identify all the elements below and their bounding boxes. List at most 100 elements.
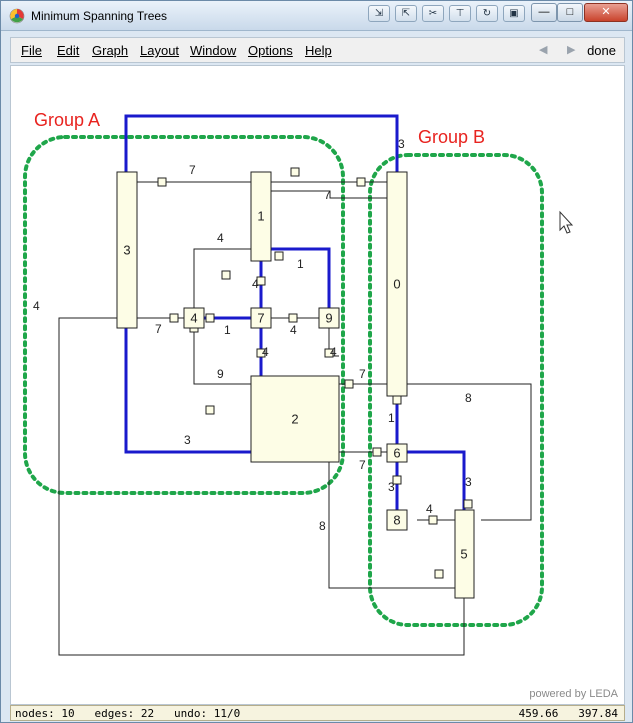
edge-handle[interactable] [256,276,266,286]
menu-file-label: File [21,43,42,58]
edge-handle[interactable] [157,177,167,187]
edge-handle[interactable] [290,167,300,177]
edge-weight-label: 9 [217,367,224,381]
edge-1-9-w1[interactable] [270,247,331,308]
minimize-button[interactable]: — [531,3,557,22]
edge-weight-label: 3 [184,433,191,447]
status-coordinates: 459.66 397.84 [519,707,618,720]
edge-3-2-w3[interactable] [124,328,251,454]
edge-weight-label: 3 [465,475,472,489]
node-label-3: 3 [123,243,130,258]
edge-6-5-w3[interactable] [407,450,466,510]
edge-handle[interactable] [356,177,366,187]
edge-handle[interactable] [205,313,215,323]
graph-canvas[interactable]: Group A Group B [10,65,625,705]
node-label-2: 2 [291,412,298,427]
edge-weight-label: 4 [262,345,269,359]
export-icon[interactable]: ⇲ [368,5,390,22]
import-icon[interactable]: ⇱ [395,5,417,22]
graph-node-4[interactable] [183,307,205,329]
graph-node-0[interactable] [386,171,408,397]
node-label-0: 0 [393,277,400,292]
menu-layout[interactable]: Layout [140,43,179,58]
edge-handle[interactable] [392,475,402,485]
graph-node-1[interactable] [250,171,272,262]
group-b-region [368,153,544,627]
edge-handle[interactable] [256,348,266,358]
node-label-6: 6 [393,446,400,461]
node-label-8: 8 [393,513,400,528]
status-edges-label: edges: [94,707,135,720]
graph-node-7[interactable] [250,307,272,329]
refresh-icon[interactable]: ↻ [476,5,498,22]
menu-graph-label: Graph [92,43,129,58]
edge-weight-label: 4 [217,231,224,245]
node-label-5: 5 [460,547,467,562]
graph-drawing[interactable]: Group A Group B [11,66,626,706]
edge-weight-label: 4 [252,277,259,291]
edge-handle[interactable] [428,515,438,525]
close-button[interactable]: ✕ [584,3,628,22]
menu-edit[interactable]: Edit [57,43,79,58]
menu-graph[interactable]: Graph [92,43,128,58]
edge-3-0-w3[interactable] [124,114,399,172]
pin-icon[interactable]: ⊤ [449,5,471,22]
edge-handle[interactable] [169,313,179,323]
edge-weight-label: 1 [388,411,395,425]
menu-help[interactable]: Help [305,43,332,58]
menu-window[interactable]: Window [190,43,236,58]
edge-handle[interactable] [221,270,231,280]
edge-weight-label: 1 [297,257,304,271]
edge-handle[interactable] [205,405,215,415]
powered-by-label: powered by LEDA [529,688,618,700]
edge-weight-label: 7 [324,188,331,202]
edge-handle[interactable] [392,395,402,405]
status-edges-count: 22 [140,707,155,720]
edge-handles [157,167,473,579]
graph-node-3[interactable] [116,171,138,329]
camera-icon[interactable]: ▣ [503,5,525,22]
edge-1-0-w7[interactable] [261,190,387,199]
menu-options[interactable]: Options [248,43,293,58]
mouse-cursor-icon [559,210,574,234]
graph-node-9[interactable] [318,307,340,329]
tools-icon[interactable]: ✂ [422,5,444,22]
status-x: 459.66 [518,707,559,720]
forward-arrow-icon[interactable]: ▶ [567,44,576,56]
edge-handle[interactable] [324,348,334,358]
edge-handle[interactable] [288,313,298,323]
edge-handle[interactable] [463,499,473,509]
edge-3-5-w4[interactable] [58,317,465,656]
edge-4-1-w4[interactable] [193,248,251,318]
graph-node-8[interactable] [386,509,408,531]
edge-2-5-w8[interactable] [328,462,455,589]
maximize-button[interactable]: □ [557,3,583,22]
edge-handle[interactable] [274,251,284,261]
edge-handle[interactable] [372,447,382,457]
edge-4-2-w9[interactable] [193,328,251,385]
done-button[interactable]: done [587,43,616,58]
graph-node-5[interactable] [454,509,475,599]
back-arrow-icon[interactable]: ◀ [539,44,548,56]
group-b-label: Group B [418,127,485,147]
node-label-7: 7 [257,311,264,326]
edge-handle[interactable] [344,379,354,389]
edge-handle[interactable] [434,569,444,579]
title-bar[interactable]: Minimum Spanning Trees ⇲ ⇱ ✂ ⊤ ↻ ▣ — □ ✕ [1,1,632,31]
edge-weight-label: 7 [155,322,162,336]
edge-weight-label: 4 [426,502,433,516]
menu-file[interactable]: File [21,43,42,58]
edge-weight-label: 8 [319,519,326,533]
edge-weight-label: 3 [388,480,395,494]
menu-edit-label: Edit [57,43,80,58]
edge-weight-label: 4 [330,345,337,359]
status-bar: nodes: 10 edges: 22 undo: 11/0 459.66 39… [10,705,625,721]
edge-weight-label: 4 [33,299,40,313]
node-label-1: 1 [257,209,264,224]
graph-node-2[interactable] [250,375,340,463]
edge-weight-label: 8 [465,391,472,405]
leda-app-icon [9,8,25,24]
graph-node-6[interactable] [386,443,408,463]
edge-0-5-w8[interactable] [407,383,532,521]
